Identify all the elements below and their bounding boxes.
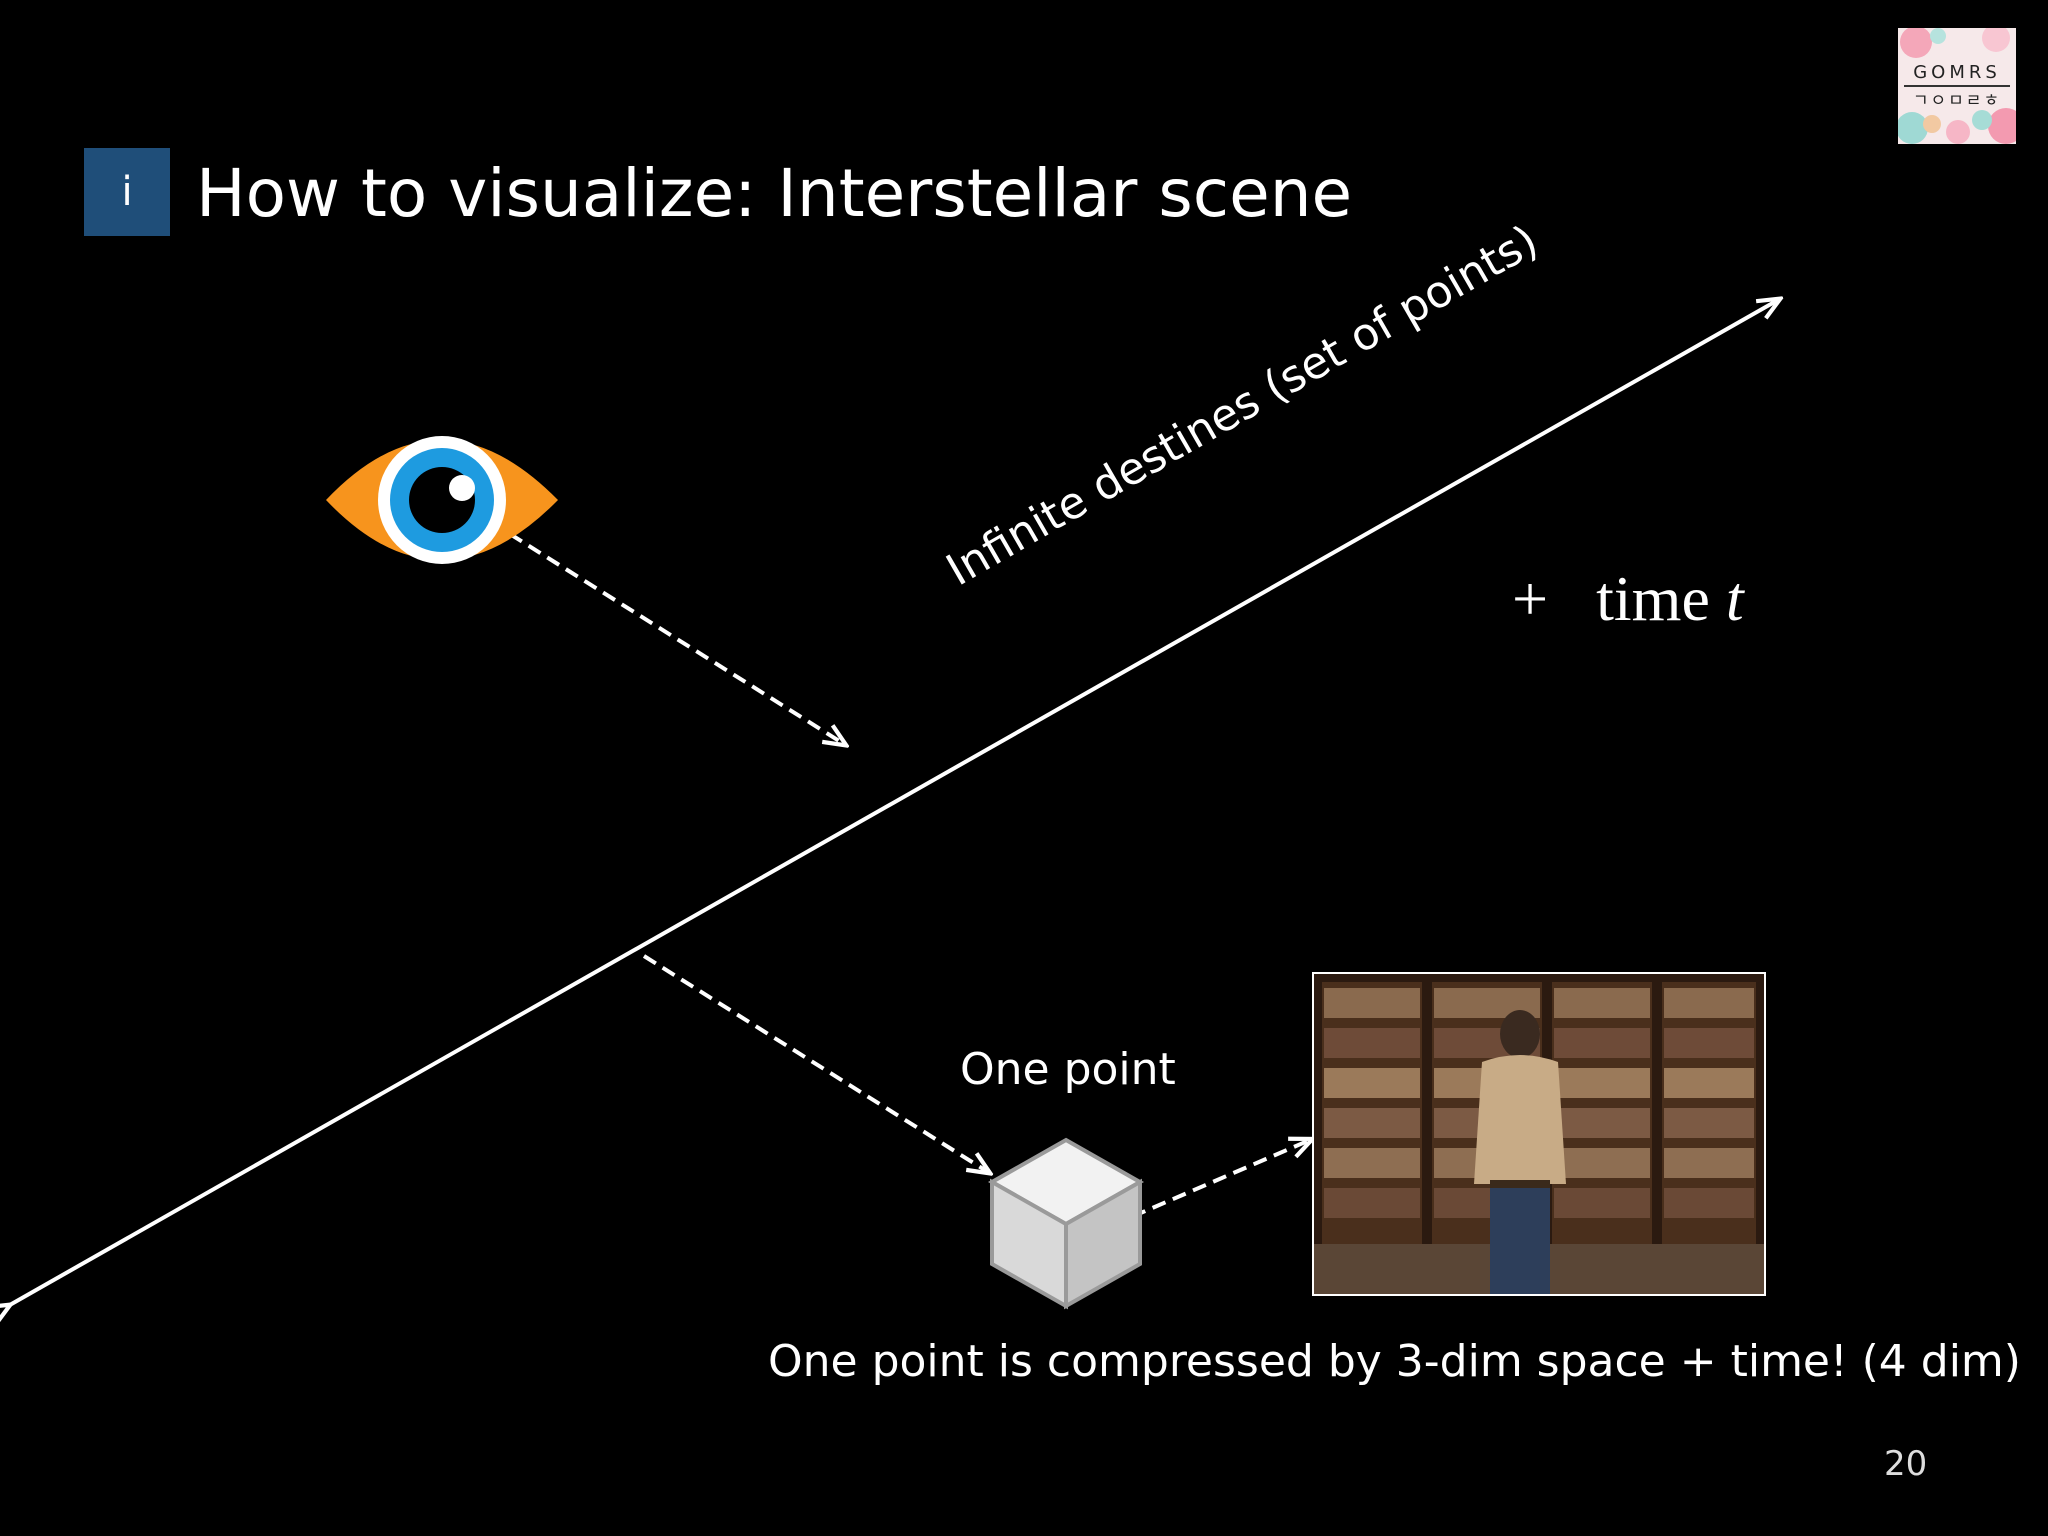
logo-divider <box>1904 85 2010 87</box>
time-t-label: + time t <box>1512 562 1744 636</box>
gomrs-logo: GOMRS ㄱㅇㅁㄹㅎ <box>1898 28 2016 144</box>
logo-latin-text: GOMRS <box>1913 62 2001 83</box>
library-scene-image <box>1312 972 1766 1296</box>
cube-icon <box>987 1137 1145 1310</box>
logo-hangul-text: ㄱㅇㅁㄹㅎ <box>1912 91 2002 111</box>
eye-to-axis-dashed-arrow <box>508 532 844 744</box>
slide-title: How to visualize: Interstellar scene <box>196 155 1353 232</box>
axis-to-cube-dashed-arrow <box>642 954 988 1172</box>
eye-icon <box>326 436 558 564</box>
title-badge: i <box>84 148 170 236</box>
time-variable: t <box>1725 563 1744 634</box>
page-number: 20 <box>1884 1444 1928 1484</box>
time-word: time <box>1596 563 1710 634</box>
logo-flowers-icon <box>1898 28 2016 144</box>
destinies-axis-arrow <box>8 300 1778 1306</box>
library-scene-drawing <box>1314 974 1764 1294</box>
compression-caption: One point is compressed by 3-dim space +… <box>768 1336 2021 1387</box>
plus-sign: + <box>1512 563 1549 634</box>
cube-to-photo-dashed-arrow <box>1091 1140 1310 1236</box>
one-point-label: One point <box>960 1044 1176 1095</box>
